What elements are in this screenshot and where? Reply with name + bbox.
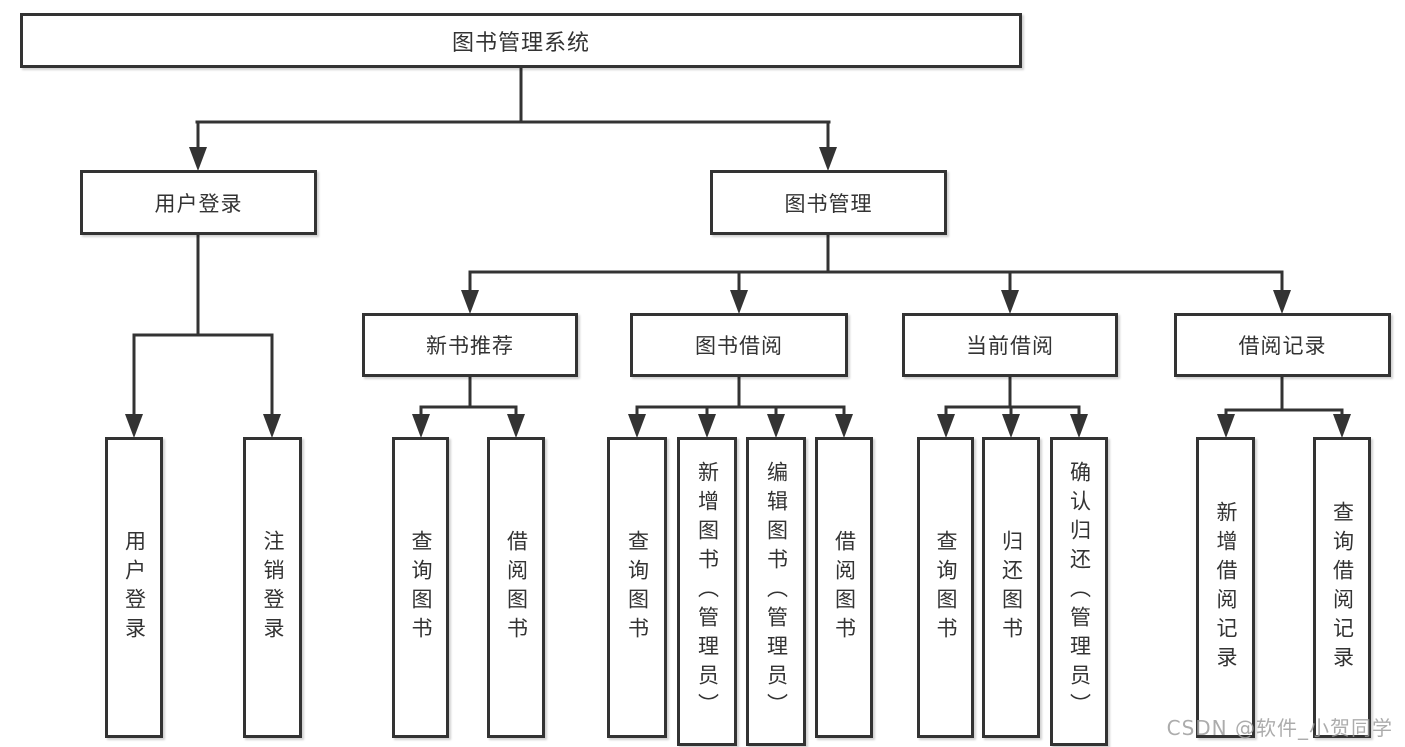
arrowhead-icon [189,147,207,171]
arrowhead-icon [1002,414,1020,438]
arrowhead-icon [628,414,646,438]
node-new-book-recommendation: 新书推荐 [362,313,578,377]
arrowhead-icon [125,414,143,438]
leaf-nbr-borrow-books: 借阅图书 [487,437,545,738]
arrowhead-icon [937,414,955,438]
node-book-management-system: 图书管理系统 [20,13,1022,68]
arrowhead-icon [819,147,837,171]
arrowhead-icon [1273,290,1291,314]
leaf-bb-query-books: 查询图书 [607,437,667,738]
leaf-cb-confirm-return-admin: 确认归还（管理员） [1050,437,1108,746]
leaf-nbr-query-books: 查询图书 [392,437,449,738]
arrowhead-icon [412,414,430,438]
arrowhead-icon [1333,414,1351,438]
leaf-bb-borrow-books: 借阅图书 [815,437,873,738]
leaf-cb-return-books: 归还图书 [982,437,1040,738]
leaf-user-login: 用户登录 [105,437,163,738]
arrowhead-icon [835,414,853,438]
arrowhead-icon [507,414,525,438]
leaf-br-query-record: 查询借阅记录 [1313,437,1371,738]
node-book-management: 图书管理 [710,170,947,235]
arrowhead-icon [767,414,785,438]
leaf-bb-edit-books-admin: 编辑图书（管理员） [746,437,806,746]
leaf-br-add-record: 新增借阅记录 [1196,437,1255,738]
arrowhead-icon [461,290,479,314]
arrowhead-icon [1070,414,1088,438]
node-current-borrowing: 当前借阅 [902,313,1118,377]
arrowhead-icon [730,290,748,314]
node-book-borrowing: 图书借阅 [630,313,848,377]
node-borrowing-records: 借阅记录 [1174,313,1391,377]
arrowhead-icon [698,414,716,438]
leaf-cb-query-books: 查询图书 [917,437,974,738]
arrowhead-icon [1001,290,1019,314]
node-user-login: 用户登录 [80,170,317,235]
leaf-bb-add-books-admin: 新增图书（管理员） [677,437,737,746]
csdn-watermark: CSDN @软件_小贺同学 [1166,716,1393,740]
arrowhead-icon [263,414,281,438]
arrowhead-icon [1217,414,1235,438]
leaf-logout: 注销登录 [243,437,302,738]
